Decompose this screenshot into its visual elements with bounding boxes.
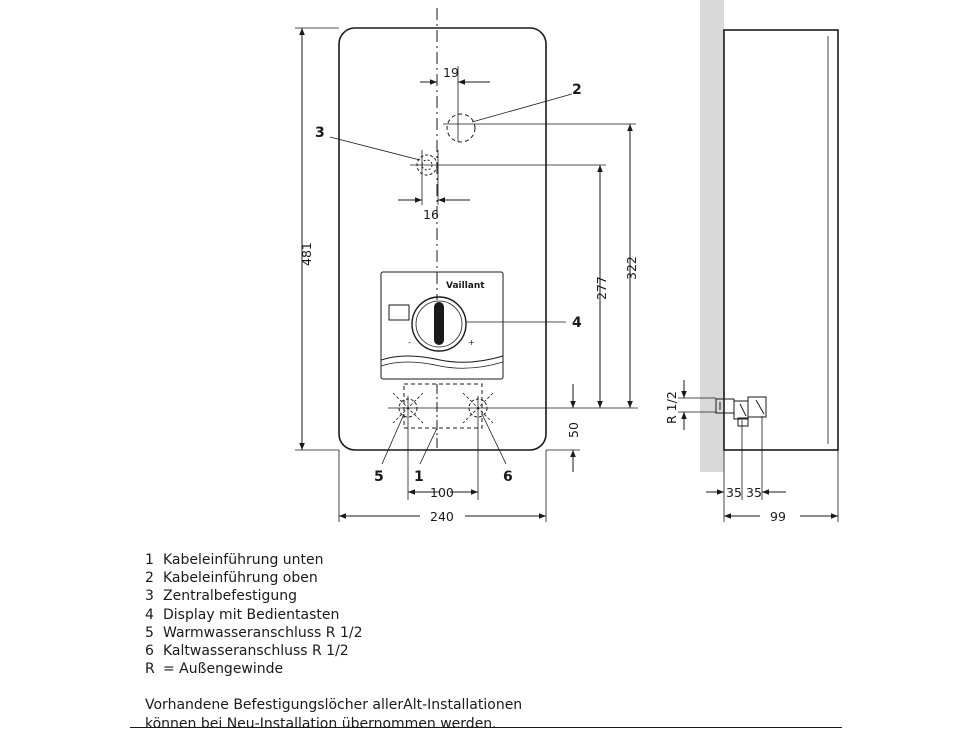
callout-2: 2 <box>572 82 582 98</box>
knob-plus-label: + <box>468 338 475 347</box>
note-line-2: können bei Neu-Installation übernommen w… <box>145 715 522 733</box>
display-window <box>389 305 409 320</box>
dim-322-label: 322 <box>624 256 639 280</box>
dim-35a-label: 35 <box>726 485 742 500</box>
dim-35b-label: 35 <box>746 485 762 500</box>
divider <box>130 727 842 728</box>
dim-240-label: 240 <box>430 509 454 524</box>
dim-481-label: 481 <box>299 242 314 266</box>
legend-item: R= Außengewinde <box>145 660 363 678</box>
callout-5: 5 <box>374 469 384 485</box>
device-front-outline <box>339 28 546 450</box>
knob-indicator <box>434 302 444 345</box>
note-line-1: Vorhandene Befestigungslöcher allerAlt-I… <box>145 696 522 715</box>
dim-277-label: 277 <box>594 276 609 300</box>
dim-16-label: 16 <box>423 207 439 222</box>
callout-1: 1 <box>414 469 424 485</box>
callout-4: 4 <box>572 315 582 331</box>
wall-section <box>700 0 724 472</box>
callout-6: 6 <box>503 469 513 485</box>
dim-50-label: 50 <box>566 422 581 438</box>
device-side-outline <box>724 30 838 450</box>
dim-thread-label: R 1/2 <box>664 391 679 424</box>
dim-100-label: 100 <box>430 485 454 500</box>
cable-entry-bottom-marker <box>404 384 482 428</box>
knob-minus-label: - <box>408 338 411 347</box>
brand-logo: Vaillant <box>446 281 485 291</box>
callout-3: 3 <box>315 125 325 141</box>
dim-99-label: 99 <box>770 509 786 524</box>
dim-19-label: 19 <box>443 65 459 80</box>
cable-entry-top-marker <box>447 114 475 142</box>
